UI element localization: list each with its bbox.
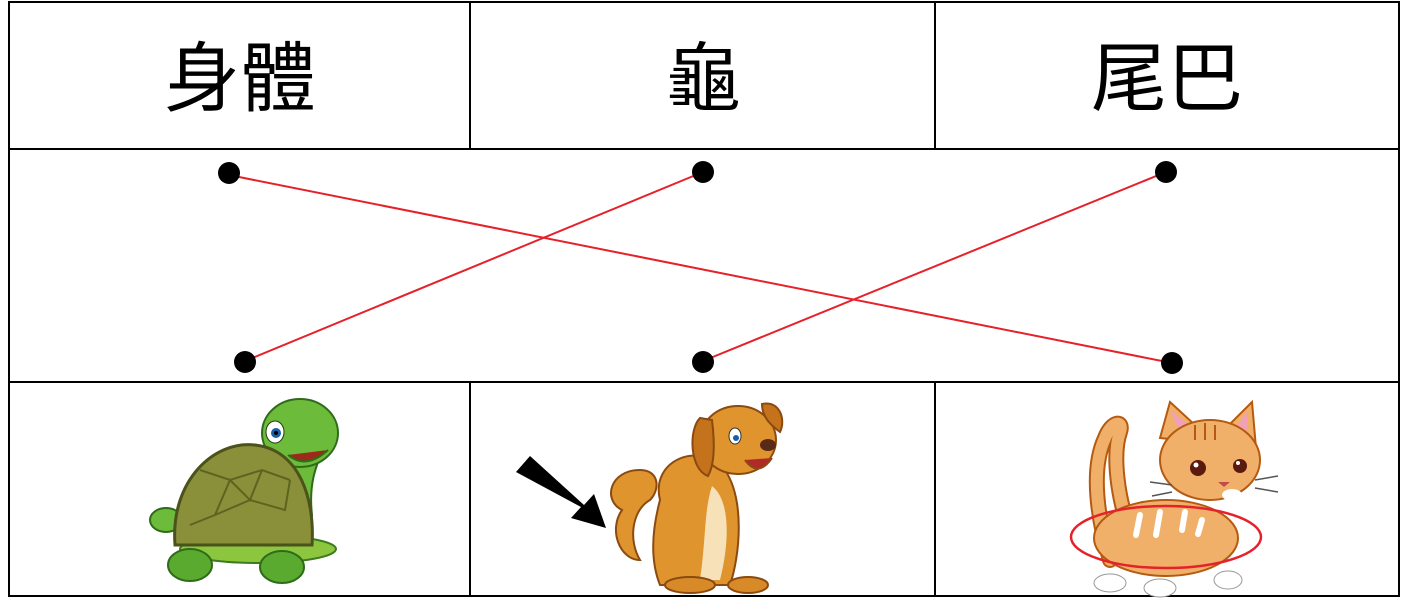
top-dot-3[interactable] [1155,161,1177,183]
dog-icon [611,403,782,593]
bottom-dot-1[interactable] [234,351,256,373]
match-line-body-to-cat [229,175,1172,363]
match-line-tail-to-dog [703,172,1166,361]
arrow-icon [516,456,606,528]
word-cell-3: 尾巴 [1091,34,1243,123]
match-line-turtle-to-turtle [245,172,703,361]
turtle-icon [150,399,338,583]
top-dot-1[interactable] [218,162,240,184]
match-dots [218,161,1183,374]
bottom-dot-3[interactable] [1161,352,1183,374]
word-cell-1: 身體 [164,34,316,123]
word-cell-2: 龜 [665,34,741,123]
bottom-dot-2[interactable] [692,351,714,373]
match-lines [229,172,1172,363]
top-dot-2[interactable] [692,161,714,183]
